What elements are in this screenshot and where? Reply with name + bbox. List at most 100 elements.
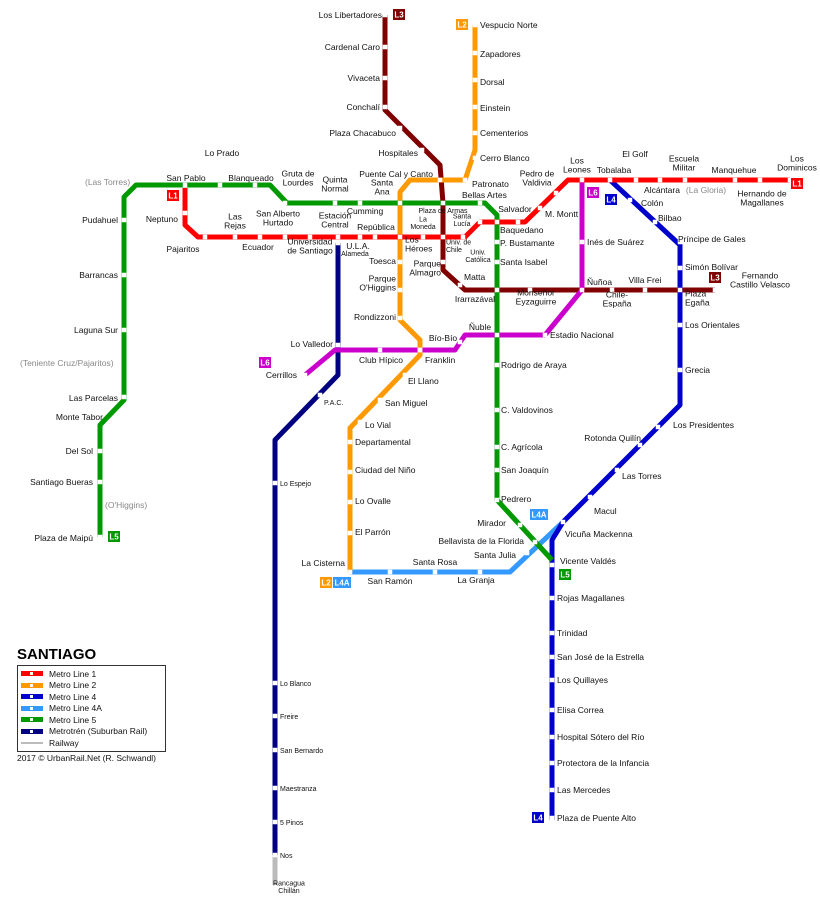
station-label-lo-espejo[interactable]: Lo Espejo — [280, 481, 311, 488]
station-label-monte-tabor[interactable]: Monte Tabor — [56, 412, 103, 422]
station-label-chile-espana[interactable]: Chile-España — [603, 290, 632, 309]
station-marker[interactable] — [182, 210, 188, 216]
station-marker[interactable] — [494, 467, 500, 473]
station-label-el-parron[interactable]: El Parrón — [355, 527, 391, 537]
station-marker[interactable] — [347, 439, 353, 445]
station-label-bellas-artes[interactable]: Bellas Artes — [462, 190, 507, 200]
station-label-m-montt[interactable]: M. Montt — [545, 209, 579, 219]
station-marker[interactable] — [732, 177, 738, 183]
station-marker[interactable] — [579, 177, 585, 183]
station-label-las-mercedes[interactable]: Las Mercedes — [557, 785, 610, 795]
station-marker[interactable] — [549, 707, 555, 713]
station-label-san-jose-de-la-estrella[interactable]: San José de la Estrella — [557, 652, 644, 662]
station-label-villa-frei[interactable]: Villa Frei — [629, 275, 662, 285]
station-label-santa-julia[interactable]: Santa Julia — [474, 550, 516, 560]
station-marker[interactable] — [472, 77, 478, 83]
station-marker[interactable] — [472, 50, 478, 56]
station-marker[interactable] — [494, 407, 500, 413]
station-marker[interactable] — [494, 259, 500, 265]
station-label-los-quillayes[interactable]: Los Quillayes — [557, 675, 608, 685]
station-label-cinco-pinos[interactable]: 5 Pinos — [280, 820, 304, 827]
station-marker[interactable] — [657, 177, 663, 183]
station-marker[interactable] — [282, 200, 288, 206]
station-marker[interactable] — [587, 494, 593, 500]
station-marker[interactable] — [494, 287, 500, 293]
station-marker[interactable] — [549, 815, 555, 821]
station-label-los-libertadores[interactable]: Los Libertadores — [319, 10, 382, 20]
station-marker[interactable] — [549, 654, 555, 660]
station-label-la-cisterna[interactable]: La Cisterna — [302, 558, 346, 568]
station-label-san-pablo[interactable]: San Pablo — [166, 173, 205, 183]
station-label-san-ramon[interactable]: San Ramón — [368, 576, 413, 586]
station-marker[interactable] — [347, 569, 353, 575]
station-marker[interactable] — [677, 265, 683, 271]
station-label-vespucio-norte[interactable]: Vespucio Norte — [480, 20, 538, 30]
station-marker[interactable] — [417, 347, 423, 353]
station-marker[interactable] — [627, 197, 633, 203]
station-label-nunoa[interactable]: Ñuñoa — [587, 277, 612, 287]
station-marker[interactable] — [121, 394, 127, 400]
station-marker[interactable] — [682, 177, 688, 183]
station-marker[interactable] — [397, 125, 403, 131]
station-marker[interactable] — [397, 259, 403, 265]
station-marker[interactable] — [607, 177, 613, 183]
station-label-salvador[interactable]: Salvador — [498, 204, 532, 214]
station-label-alameda[interactable]: Alameda — [341, 251, 369, 258]
station-label-vicente-valdes[interactable]: Vicente Valdés — [560, 556, 616, 566]
station-label-lo-valledor[interactable]: Lo Valledor — [291, 339, 334, 349]
station-label-republica[interactable]: República — [357, 222, 395, 232]
station-label-lo-ovalle[interactable]: Lo Ovalle — [355, 496, 391, 506]
station-label-franklin[interactable]: Franklin — [425, 355, 456, 365]
station-label-teniente-cruz[interactable]: (Teniente Cruz/Pajaritos) — [20, 358, 114, 368]
station-marker[interactable] — [633, 177, 639, 183]
station-label-santiago-bueras[interactable]: Santiago Bueras — [30, 477, 93, 487]
station-label-el-golf[interactable]: El Golf — [622, 149, 648, 159]
station-label-cumming[interactable]: Cumming — [347, 206, 384, 216]
station-label-irarrazaval[interactable]: Irarrazával — [455, 294, 495, 304]
station-label-san-joaquin[interactable]: San Joaquín — [501, 465, 549, 475]
station-marker[interactable] — [357, 200, 363, 206]
station-label-trinidad[interactable]: Trinidad — [557, 628, 588, 638]
station-marker[interactable] — [382, 104, 388, 110]
station-marker[interactable] — [472, 104, 478, 110]
station-marker[interactable] — [549, 677, 555, 683]
station-label-plaza-de-puente-alto[interactable]: Plaza de Puente Alto — [557, 813, 636, 823]
station-label-conchali[interactable]: Conchalí — [346, 102, 380, 112]
station-marker[interactable] — [549, 630, 555, 636]
station-marker[interactable] — [307, 234, 313, 240]
station-marker[interactable] — [272, 819, 278, 825]
station-marker[interactable] — [382, 44, 388, 50]
station-label-nos[interactable]: Nos — [280, 853, 293, 860]
station-marker[interactable] — [677, 239, 683, 245]
station-label-barrancas[interactable]: Barrancas — [79, 270, 118, 280]
station-label-p-bustamante[interactable]: P. Bustamante — [500, 238, 555, 248]
station-label-club-hipico[interactable]: Club Hípico — [359, 355, 403, 365]
station-label-c-agricola[interactable]: C. Agrícola — [501, 442, 543, 452]
station-marker[interactable] — [494, 239, 500, 245]
station-marker[interactable] — [477, 219, 483, 225]
station-label-puente-cal-y-canto[interactable]: Puente Cal y Canto — [359, 169, 433, 179]
station-marker[interactable] — [527, 287, 533, 293]
station-label-rojas-magallanes[interactable]: Rojas Magallanes — [557, 593, 625, 603]
station-label-plaza-de-armas[interactable]: Plaza de Armas — [418, 208, 468, 215]
station-label-pedrero[interactable]: Pedrero — [501, 494, 532, 504]
station-marker[interactable] — [560, 519, 566, 525]
station-marker[interactable] — [532, 539, 538, 545]
station-label-tobalaba[interactable]: Tobalaba — [597, 165, 632, 175]
station-label-patronato[interactable]: Patronato — [472, 179, 509, 189]
station-marker[interactable] — [549, 734, 555, 740]
station-marker[interactable] — [121, 327, 127, 333]
station-marker[interactable] — [332, 200, 338, 206]
station-label-toesca[interactable]: Toesca — [369, 256, 396, 266]
station-label-santa-rosa[interactable]: Santa Rosa — [413, 557, 458, 567]
station-marker[interactable] — [382, 75, 388, 81]
